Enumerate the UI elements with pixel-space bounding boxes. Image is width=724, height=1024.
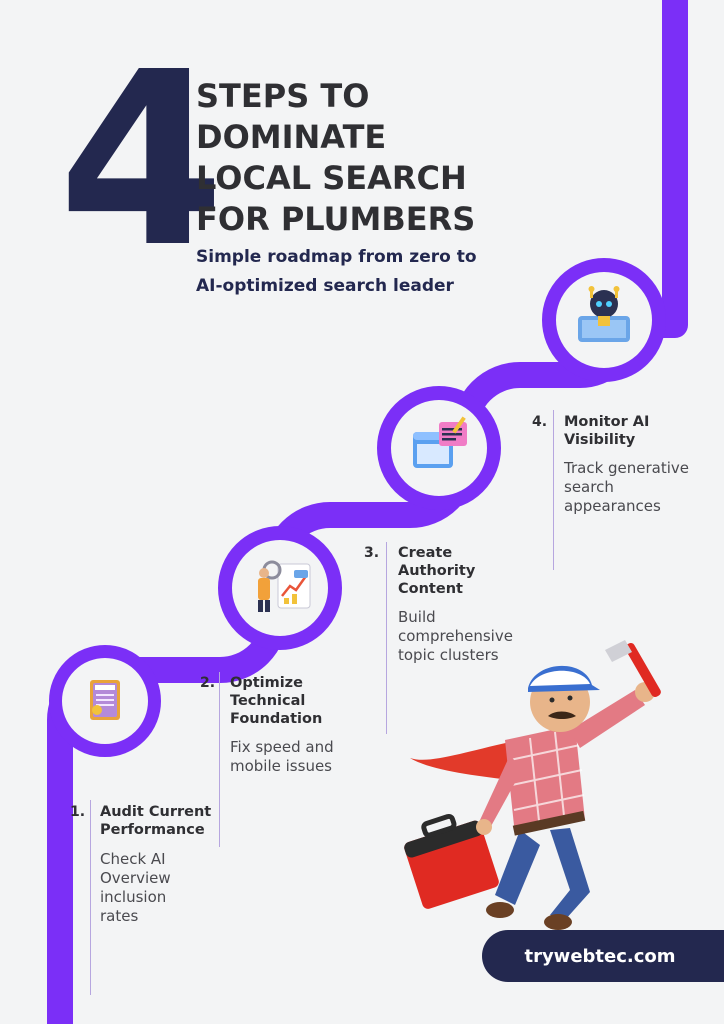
step-2-icon-circle [218,526,342,650]
step-2-title: Optimize Technical Foundation [230,675,323,727]
content-window-icon [413,416,467,468]
plumber-superhero-icon [404,640,661,930]
step-2-description: Fix speed and mobile issues [230,738,334,775]
step-3-number: 3. [364,545,380,561]
website-url-button[interactable]: trywebtec.com [482,930,724,982]
step-4-divider [553,410,554,570]
step-1-icon-circle [49,645,161,757]
subtitle-line-2: AI-optimized search leader [196,276,454,296]
ai-robot-icon [578,286,630,342]
step-3-description: Build comprehensive topic clusters [398,608,513,664]
title-line-2: DOMINATE [196,118,387,156]
audit-document-icon [90,680,120,720]
step-4-description: Track generative search appearances [564,459,690,515]
step-1-description: Check AI Overview inclusion rates [100,850,171,925]
step-4-title: Monitor AI Visibility [564,414,650,448]
title-line-4: FOR PLUMBERS [196,200,476,238]
subtitle-line-1: Simple roadmap from zero to [196,247,477,267]
title-line-3: LOCAL SEARCH [196,159,467,197]
step-1-number: 1. [70,804,86,820]
technical-analytics-icon [258,560,311,612]
step-4-icon-circle [542,258,666,382]
step-1-divider [90,800,91,995]
step-3-title: Create Authority Content [398,545,476,597]
step-3-divider [386,542,387,734]
step-2-number: 2. [200,675,216,691]
step-4-number: 4. [532,414,548,430]
big-step-count: 4 [58,20,225,300]
step-2-divider [219,672,220,847]
step-3-icon-circle [377,386,501,510]
step-1-title: Audit Current Performance [100,804,212,838]
title-line-1: STEPS TO [196,77,370,115]
